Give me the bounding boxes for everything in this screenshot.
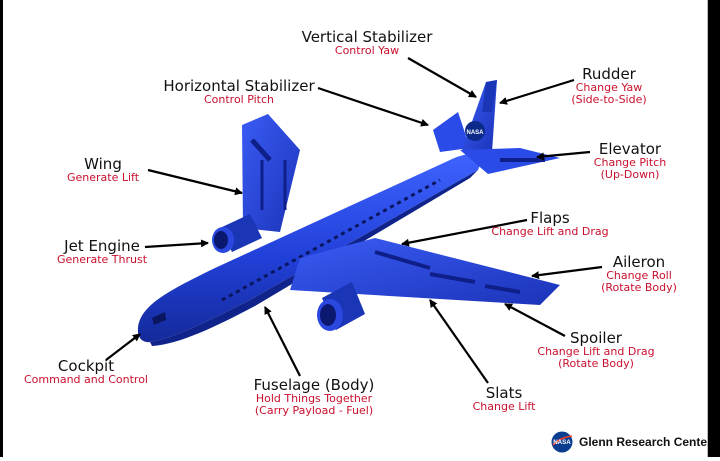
label-desc: Change Roll: [606, 269, 672, 283]
left-wing: [242, 114, 300, 232]
cockpit-window: [152, 312, 166, 325]
label-title: Spoiler: [570, 329, 622, 347]
label-title: Elevator: [598, 140, 662, 158]
label-desc: (Up-Down): [600, 168, 660, 182]
right-engine: [317, 282, 365, 331]
label-aileron: Aileron Change Roll (Rotate Body): [592, 254, 686, 294]
label-desc: (Side-to-Side): [571, 93, 647, 107]
frame-right-border: [708, 0, 720, 457]
frame-inner-right-line: [707, 0, 708, 457]
cabin-windows: [221, 178, 441, 302]
svg-text:NASA: NASA: [553, 439, 571, 446]
label-title: Cockpit: [57, 357, 115, 375]
label-desc: Change Pitch: [593, 156, 667, 170]
label-title: Flaps: [530, 209, 570, 227]
label-flaps: Flaps Change Lift and Drag: [482, 210, 618, 238]
label-desc: Change Lift: [472, 400, 536, 414]
label-desc: Generate Thrust: [56, 253, 148, 267]
arrow-elevator: [536, 150, 591, 161]
arrow-spoiler: [504, 303, 566, 337]
label-desc: Hold Things Together: [255, 392, 373, 406]
arrow-fuselage: [264, 306, 301, 377]
rudder: [482, 80, 497, 112]
label-slats: Slats Change Lift: [462, 385, 546, 413]
label-title: Wing: [84, 155, 122, 173]
fuselage: [137, 153, 484, 343]
label-jet-engine: Jet Engine Generate Thrust: [42, 238, 162, 266]
arrow-wing: [147, 168, 243, 196]
left-wing-flap-line: [250, 138, 272, 162]
arrow-rudder: [499, 78, 575, 105]
label-elevator: Elevator Change Pitch (Up-Down): [582, 141, 678, 181]
label-desc: Control Yaw: [334, 44, 400, 58]
footer-org-name: Glenn Research Center: [579, 435, 712, 449]
label-title: Slats: [485, 384, 523, 402]
tail-nasa-logo: [465, 121, 485, 141]
left-engine: [212, 214, 262, 253]
arrow-jet-engine: [144, 239, 209, 249]
label-vertical-stabilizer: Vertical Stabilizer Control Yaw: [292, 29, 442, 57]
label-title: Horizontal Stabilizer: [163, 77, 315, 95]
arrow-aileron: [531, 265, 603, 280]
label-horizontal-stabilizer: Horizontal Stabilizer Control Pitch: [155, 78, 323, 106]
label-desc: (Carry Payload - Fuel): [254, 404, 374, 418]
flap-surface: [374, 250, 431, 270]
label-spoiler: Spoiler Change Lift and Drag (Rotate Bod…: [526, 330, 666, 370]
spoiler-surface: [429, 272, 476, 284]
label-title: Vertical Stabilizer: [301, 28, 433, 46]
label-title: Rudder: [582, 65, 636, 83]
label-desc: Command and Control: [24, 373, 148, 387]
label-title: Jet Engine: [64, 237, 140, 255]
arrow-flaps: [401, 218, 528, 247]
label-fuselage: Fuselage (Body) Hold Things Together (Ca…: [240, 377, 388, 417]
tail-logo-text: NASA: [466, 130, 484, 136]
left-horizontal-stabilizer: [433, 112, 470, 152]
aileron-surface: [484, 284, 521, 294]
label-desc: Change Yaw: [575, 81, 643, 95]
frame-left-border: [0, 0, 3, 457]
label-desc: Change Lift and Drag: [491, 225, 609, 239]
label-wing: Wing Generate Lift: [58, 156, 148, 184]
label-desc: Control Pitch: [203, 93, 275, 107]
arrow-horizontal-stabilizer: [317, 86, 429, 127]
label-title: Fuselage (Body): [253, 376, 375, 394]
label-desc: (Rotate Body): [601, 281, 677, 295]
label-desc: Change Lift and Drag: [537, 345, 655, 359]
label-cockpit: Cockpit Command and Control: [14, 358, 158, 386]
label-rudder: Rudder Change Yaw (Side-to-Side): [560, 66, 658, 106]
footer: NASA Glenn Research Center: [551, 430, 712, 454]
arrow-cockpit: [105, 333, 141, 361]
arrow-slats: [429, 299, 489, 384]
arrow-vertical-stabilizer: [407, 57, 477, 98]
label-desc: Generate Lift: [66, 171, 140, 185]
label-desc: (Rotate Body): [558, 357, 634, 371]
nasa-logo: NASA: [551, 431, 573, 453]
label-title: Aileron: [612, 253, 666, 271]
